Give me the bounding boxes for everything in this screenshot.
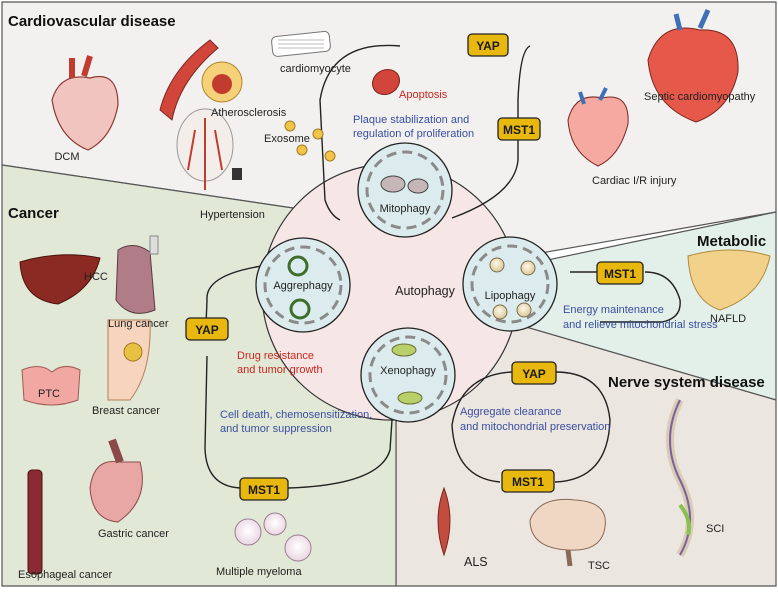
liver-hcc-illustration bbox=[19, 254, 101, 305]
svg-text:MST1: MST1 bbox=[248, 483, 280, 497]
breast-illustration bbox=[107, 319, 151, 401]
xenophagy-organelle: Xenophagy bbox=[360, 327, 456, 423]
muscle-illustration bbox=[437, 486, 451, 557]
section-title-cardiovascular: Cardiovascular disease bbox=[8, 13, 176, 30]
label-lung: Lung cancer bbox=[108, 318, 169, 330]
section-title-metabolic-1: Metabolic bbox=[697, 233, 766, 250]
exosome-dots bbox=[284, 120, 336, 162]
thyroid-illustration bbox=[21, 366, 81, 406]
label-atherosclerosis: Atherosclerosis bbox=[211, 107, 287, 119]
label-plaque-1: Plaque stabilization and bbox=[353, 114, 469, 126]
label-energy-1: Energy maintenance bbox=[563, 304, 664, 316]
label-septic: Septic cardiomyopathy bbox=[644, 91, 756, 103]
label-cardiomyocyte: cardiomyocyte bbox=[280, 63, 351, 75]
aggrephagy-organelle: Aggrephagy bbox=[255, 237, 351, 333]
liver-nafld-illustration bbox=[687, 249, 771, 311]
autophagy-label: Autophagy bbox=[395, 284, 456, 298]
svg-text:MST1: MST1 bbox=[503, 123, 535, 137]
label-dcm: DCM bbox=[54, 151, 79, 163]
svg-text:YAP: YAP bbox=[195, 323, 219, 337]
mitophagy-organelle: Mitophagy bbox=[357, 142, 453, 238]
tag-mst1-cardio: MST1 bbox=[497, 117, 541, 141]
label-hcc: HCC bbox=[84, 271, 108, 283]
label-myeloma: Multiple myeloma bbox=[216, 566, 302, 578]
label-death-1: Cell death, chemosensitization, bbox=[220, 409, 372, 421]
label-nafld: NAFLD bbox=[710, 313, 746, 325]
label-ptc: PTC bbox=[38, 388, 60, 400]
label-death-2: and tumor suppression bbox=[220, 423, 332, 435]
heart-ir-illustration bbox=[567, 87, 629, 167]
xenophagy-label: Xenophagy bbox=[380, 365, 436, 377]
tag-yap-cancer: YAP bbox=[185, 317, 229, 341]
label-energy-2: and relieve mitochondrial stress bbox=[563, 319, 718, 331]
tag-mst1-nerve: MST1 bbox=[501, 469, 555, 493]
connector-lines bbox=[204, 44, 681, 489]
label-cardiac-ir: Cardiac I/R injury bbox=[592, 175, 677, 187]
aggrephagy-label: Aggrephagy bbox=[273, 280, 333, 292]
label-sci: SCI bbox=[706, 523, 724, 535]
lung-illustration bbox=[115, 235, 159, 314]
esophagus-illustration bbox=[27, 469, 43, 575]
apoptosis-cell-illustration bbox=[371, 68, 401, 96]
tag-mst1-cancer: MST1 bbox=[239, 477, 289, 501]
label-aggregate-1: Aggregate clearance bbox=[460, 406, 562, 418]
svg-text:YAP: YAP bbox=[476, 39, 500, 53]
myeloma-cells bbox=[234, 512, 312, 562]
svg-text:YAP: YAP bbox=[522, 367, 546, 381]
label-drug-2: and tumor growth bbox=[237, 364, 323, 376]
tag-mst1-metabolic: MST1 bbox=[596, 261, 644, 285]
stomach-illustration bbox=[89, 438, 143, 523]
heart-dcm-illustration bbox=[51, 55, 119, 151]
label-drug-1: Drug resistance bbox=[237, 350, 314, 362]
tag-yap-nerve: YAP bbox=[511, 361, 557, 385]
label-apoptosis: Apoptosis bbox=[399, 89, 448, 101]
heart-septic-illustration bbox=[647, 8, 739, 123]
artery-illustration bbox=[159, 39, 243, 121]
label-aggregate-2: and mitochondrial preservation bbox=[460, 421, 610, 433]
mitophagy-label: Mitophagy bbox=[380, 203, 431, 215]
svg-text:MST1: MST1 bbox=[512, 475, 544, 489]
section-title-cancer: Cancer bbox=[8, 205, 59, 222]
svg-text:MST1: MST1 bbox=[604, 267, 636, 281]
spine-illustration bbox=[666, 398, 694, 557]
label-plaque-2: regulation of proliferation bbox=[353, 128, 474, 140]
label-esophageal: Esophageal cancer bbox=[18, 569, 113, 581]
lipophagy-organelle: Lipophagy bbox=[462, 236, 558, 332]
label-breast: Breast cancer bbox=[92, 405, 160, 417]
brain-illustration bbox=[529, 498, 606, 567]
cardiomyocyte-illustration bbox=[271, 30, 331, 57]
tag-yap-cardio: YAP bbox=[467, 33, 509, 57]
lipophagy-label: Lipophagy bbox=[485, 290, 536, 302]
label-hypertension: Hypertension bbox=[200, 209, 265, 221]
section-title-nerve: Nerve system disease bbox=[608, 374, 765, 391]
label-exosome: Exosome bbox=[264, 133, 310, 145]
label-als: ALS bbox=[464, 555, 488, 569]
hypertension-body-illustration bbox=[176, 108, 242, 190]
label-tsc: TSC bbox=[588, 560, 610, 572]
label-gastric: Gastric cancer bbox=[98, 528, 169, 540]
